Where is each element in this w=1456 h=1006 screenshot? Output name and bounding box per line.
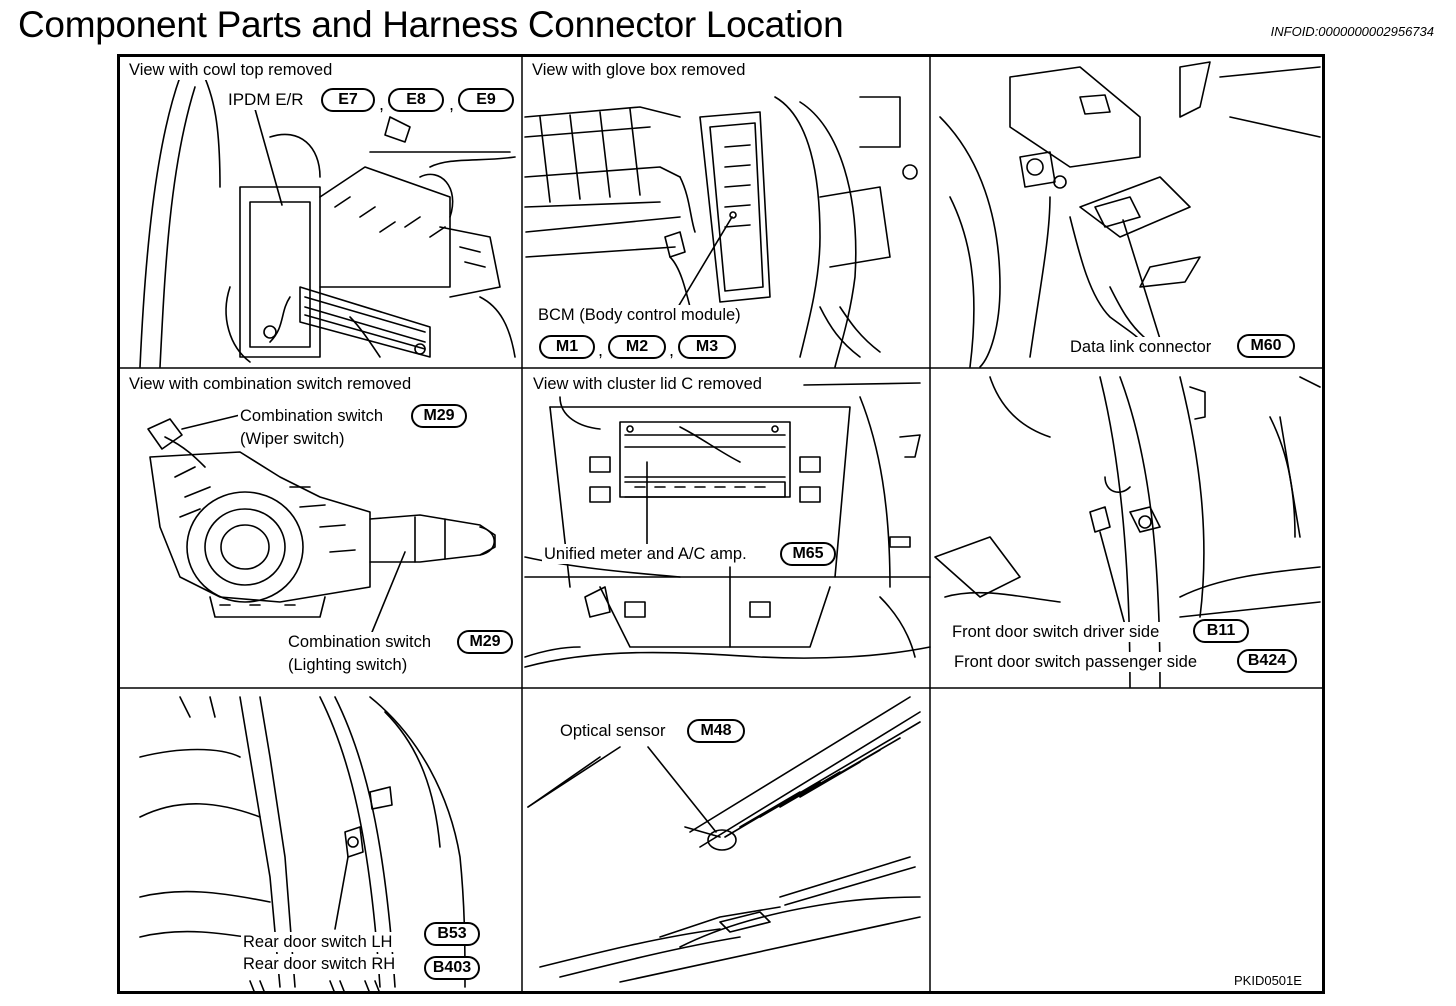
panel-cluster-heading: View with cluster lid C removed	[531, 374, 764, 394]
comma-separator: ,	[669, 340, 675, 360]
lighting-switch-sub: (Lighting switch)	[286, 655, 410, 675]
rear-door-rh-label: Rear door switch RH	[241, 954, 398, 974]
bcm-drawing	[524, 96, 918, 368]
page-title: Component Parts and Harness Connector Lo…	[18, 4, 844, 45]
optical-sensor-label: Optical sensor	[558, 721, 668, 741]
diagram-artwork	[120, 57, 1322, 991]
panel-combination-heading: View with combination switch removed	[127, 374, 414, 394]
rear-door-lh-label: Rear door switch LH	[241, 932, 395, 952]
front-door-passenger-label: Front door switch passenger side	[952, 652, 1200, 672]
connector-e8: E8	[388, 88, 444, 112]
connector-m60: M60	[1237, 334, 1295, 358]
connector-e9: E9	[458, 88, 514, 112]
panel-cowl-heading: View with cowl top removed	[127, 60, 335, 80]
comma-separator: ,	[379, 94, 385, 114]
combination-switch-drawing	[147, 414, 496, 638]
connector-e7: E7	[321, 88, 375, 112]
connector-b424: B424	[1237, 649, 1297, 673]
connector-m48: M48	[687, 719, 745, 743]
comma-separator: ,	[598, 340, 604, 360]
panel-glovebox-heading: View with glove box removed	[530, 60, 748, 80]
info-id: INFOID:0000000002956734	[1270, 24, 1434, 39]
rear-door-switch-drawing	[139, 696, 466, 991]
front-door-driver-label: Front door switch driver side	[950, 622, 1162, 642]
wiper-switch-sub: (Wiper switch)	[238, 429, 347, 449]
front-door-switch-drawing	[934, 376, 1321, 688]
connector-b403: B403	[424, 956, 480, 980]
connector-b53: B53	[424, 922, 480, 946]
meter-label: Unified meter and A/C amp.	[542, 544, 749, 564]
optical-sensor-drawing	[527, 696, 921, 983]
meter-drawing	[524, 382, 931, 668]
connector-m2: M2	[608, 335, 666, 359]
bcm-label: BCM (Body control module)	[536, 305, 743, 325]
connector-m29-wiper: M29	[411, 404, 467, 428]
connector-m1: M1	[539, 335, 595, 359]
comma-separator: ,	[449, 94, 455, 114]
lighting-switch-label: Combination switch	[286, 632, 434, 652]
connector-m29-lighting: M29	[457, 630, 513, 654]
ipdm-drawing	[139, 66, 516, 368]
diagram-frame	[117, 54, 1325, 994]
connector-m3: M3	[678, 335, 736, 359]
data-link-connector-label: Data link connector	[1068, 337, 1214, 357]
dlc-drawing	[939, 61, 1321, 368]
ipdm-label: IPDM E/R	[226, 90, 306, 110]
connector-m65: M65	[780, 542, 836, 566]
grid-lines	[120, 57, 1322, 991]
wiper-switch-label: Combination switch	[238, 406, 386, 426]
connector-b11: B11	[1193, 619, 1249, 643]
figure-code: PKID0501E	[1234, 973, 1302, 988]
